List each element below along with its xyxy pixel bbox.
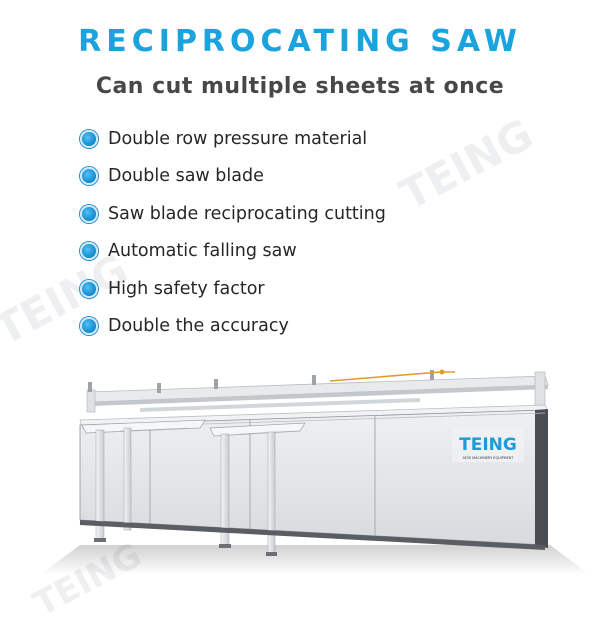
bullet-dot-icon	[80, 167, 98, 186]
watermark-upper: TEING	[391, 109, 541, 220]
brand-logo-plate: TEING SEYE MACHINERY EQUIPMENT	[452, 428, 524, 462]
feature-list: Double row pressure material Double saw …	[80, 120, 386, 345]
feature-item: Double saw blade	[80, 158, 386, 196]
feature-label: Saw blade reciprocating cutting	[108, 203, 386, 224]
feature-label: Double row pressure material	[108, 128, 368, 149]
right-support-arm	[209, 422, 306, 556]
feature-label: Double the accuracy	[108, 316, 289, 337]
feature-label: High safety factor	[108, 278, 265, 299]
floor-shadow	[40, 545, 590, 575]
bullet-dot-icon	[80, 279, 98, 298]
gantry-frame	[86, 369, 549, 413]
reciprocating-saw-machine-image: TEING SEYE MACHINERY EQUIPMENT	[40, 369, 590, 575]
bullet-dot-icon	[80, 242, 98, 261]
feature-label: Double saw blade	[108, 166, 264, 187]
brand-logo-subtext: SEYE MACHINERY EQUIPMENT	[463, 456, 515, 460]
feature-label: Automatic falling saw	[108, 241, 297, 262]
bullet-dot-icon	[80, 129, 98, 148]
brand-logo-text: TEING	[459, 435, 517, 455]
bullet-dot-icon	[80, 204, 98, 223]
machine-base	[80, 520, 545, 550]
feature-item: Double row pressure material	[80, 120, 386, 158]
page-subtitle: Can cut multiple sheets at once	[95, 74, 505, 99]
feature-item: Automatic falling saw	[80, 233, 386, 271]
feature-item: Double the accuracy	[80, 308, 386, 346]
machine-cabinet	[79, 409, 548, 548]
left-support-arm	[81, 419, 206, 542]
page-title: RECIPROCATING SAW	[78, 24, 522, 59]
feature-item: Saw blade reciprocating cutting	[80, 195, 386, 233]
bullet-dot-icon	[80, 317, 98, 336]
feature-item: High safety factor	[80, 270, 386, 308]
